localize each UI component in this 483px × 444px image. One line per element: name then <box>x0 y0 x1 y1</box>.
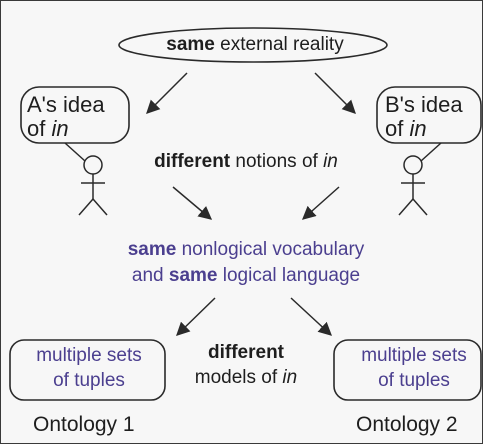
vocabulary-line1-rest: nonlogical vocabulary <box>176 239 365 260</box>
vocabulary-line2-rest: logical language <box>217 264 361 286</box>
different-notions-rest: notions of <box>230 151 324 172</box>
ontology-1-label: Ontology 1 <box>33 413 135 436</box>
arrow-a-to-vocabulary <box>172 186 213 220</box>
different-notions-bold: different <box>154 151 231 172</box>
b-bubble-tail <box>420 142 442 162</box>
person-a-icon <box>78 155 108 216</box>
different-models-label: different models of in <box>166 341 326 390</box>
vocabulary-line2-prefix: and <box>131 264 169 286</box>
tuples-left-label: multiple sets of tuples <box>16 344 162 393</box>
external-reality-rest: external reality <box>214 34 344 55</box>
a-idea-bubble <box>20 86 130 144</box>
external-reality-label: same external reality <box>125 34 385 56</box>
b-idea-line2-italic: in <box>409 116 427 142</box>
vocabulary-label: same nonlogical vocabulary and same logi… <box>91 237 401 288</box>
tuples-right-line2: of tuples <box>378 369 450 391</box>
arrow-reality-to-a <box>146 72 188 114</box>
a-idea-line1: A's idea <box>27 92 105 117</box>
external-reality-ellipse <box>118 27 388 63</box>
arrow-b-to-vocabulary <box>301 186 340 220</box>
a-idea-line2-prefix: of <box>27 116 52 142</box>
tuples-right-label: multiple sets of tuples <box>341 344 483 393</box>
different-notions-label: different notions of in <box>121 151 371 173</box>
vocabulary-line2-bold: same <box>168 264 218 286</box>
arrow-vocabulary-to-right <box>290 297 332 336</box>
ontology-2-label: Ontology 2 <box>356 413 458 436</box>
different-models-bold: different <box>208 342 284 363</box>
tuples-left-line2: of tuples <box>53 369 125 391</box>
tuples-right-box <box>333 339 482 401</box>
different-models-prefix: models of <box>194 366 283 388</box>
arrow-vocabulary-to-left <box>176 297 216 336</box>
a-idea-label: A's idea of in <box>27 92 105 142</box>
tuples-left-line1: multiple sets <box>36 345 142 366</box>
b-idea-bubble <box>376 86 482 144</box>
person-b-icon <box>398 155 428 216</box>
external-reality-bold: same <box>166 34 215 55</box>
a-idea-line2-italic: in <box>51 116 69 142</box>
b-idea-line2-prefix: of <box>385 116 410 142</box>
tuples-right-line1: multiple sets <box>361 345 467 366</box>
b-idea-line1: B's idea <box>385 92 463 117</box>
arrow-reality-to-b <box>314 72 356 114</box>
different-notions-italic: in <box>323 151 338 172</box>
tuples-left-box <box>9 339 166 401</box>
b-idea-label: B's idea of in <box>385 92 463 142</box>
different-models-italic: in <box>282 366 298 388</box>
a-bubble-tail <box>64 142 86 162</box>
vocabulary-line1-bold: same <box>127 239 177 260</box>
